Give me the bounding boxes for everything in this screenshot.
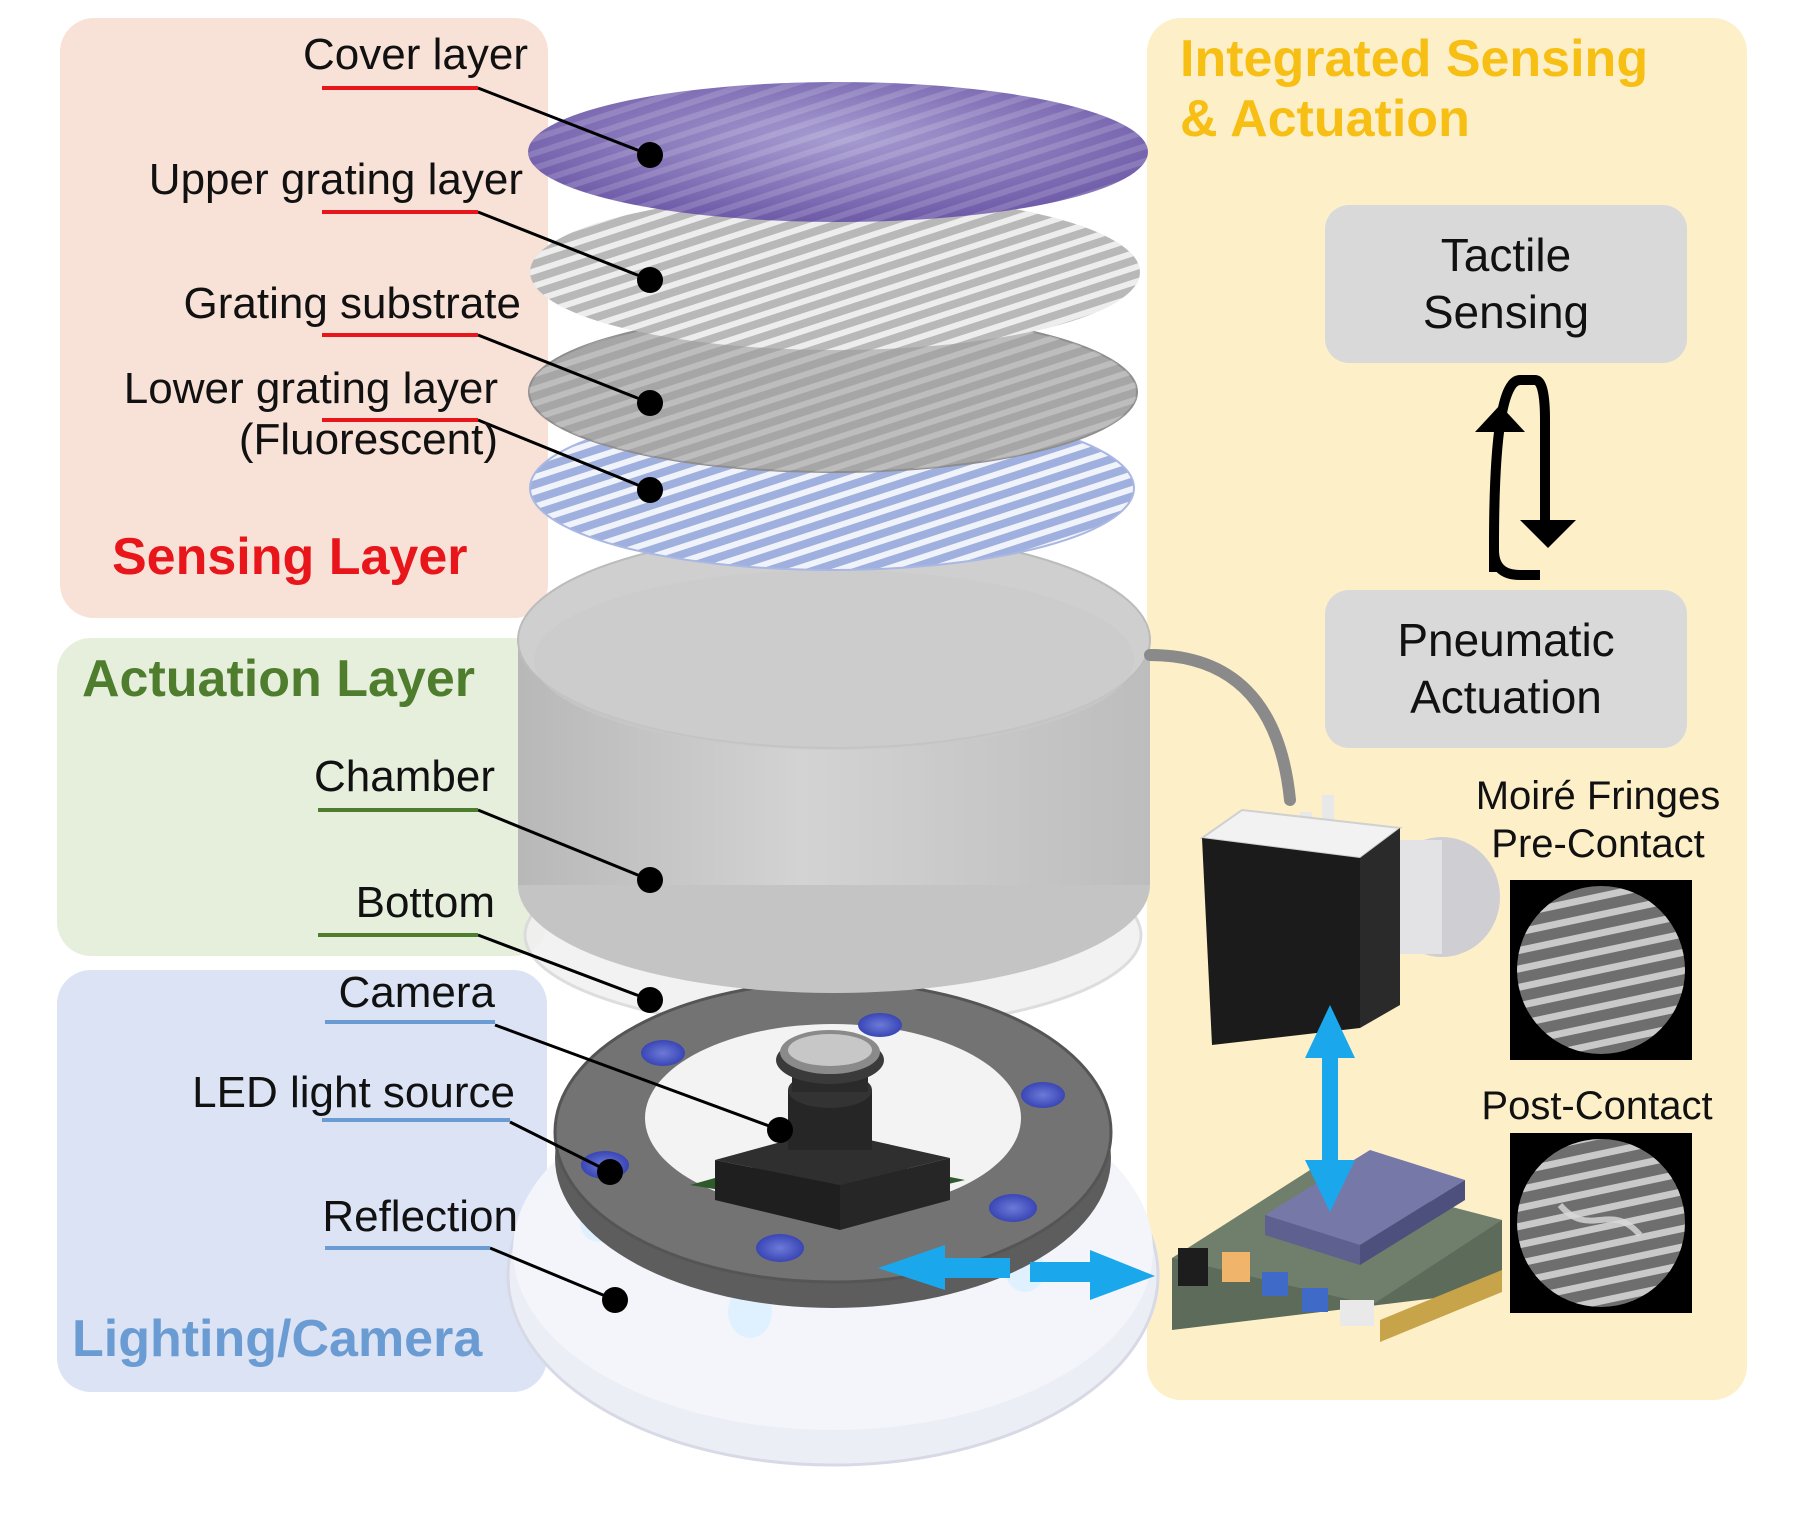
reflection-label: Reflection — [322, 1192, 518, 1241]
pneumatic-actuation-box: Pneumatic Actuation — [1325, 590, 1687, 748]
actuation-layer-title: Actuation Layer — [82, 650, 475, 708]
grating-substrate-label: Grating substrate — [183, 279, 522, 328]
link-arrow-vertical — [1305, 1005, 1355, 1212]
lower-grating-line1: Lower grating layer — [123, 364, 498, 413]
led-light-source-label: LED light source — [192, 1068, 515, 1117]
label-underlines — [318, 86, 510, 1250]
moire-pre-contact-caption: Moiré Fringes Pre-Contact — [1468, 772, 1728, 868]
sensing-layer-title: Sensing Layer — [112, 528, 468, 586]
moire-post-contact-image — [1510, 1133, 1692, 1313]
bottom-label: Bottom — [355, 878, 495, 927]
loop-arrowhead-down — [1520, 520, 1576, 548]
tactile-sensing-box: Tactile Sensing — [1325, 205, 1687, 363]
moire-line1: Moiré Fringes — [1475, 774, 1721, 818]
moire-pre-contact-image — [1510, 880, 1692, 1060]
tactile-line1: Tactile — [1440, 228, 1572, 281]
pneumatic-line2: Actuation — [1410, 671, 1602, 723]
led-ring — [553, 980, 1113, 1308]
chamber-cylinder — [517, 531, 1151, 993]
tactile-line2: Sensing — [1422, 286, 1590, 338]
integrated-title: Integrated Sensing & Actuation — [1180, 30, 1648, 150]
feedback-loop-arrows — [1489, 375, 1550, 580]
integrated-title-line2: & Actuation — [1180, 89, 1470, 148]
chamber-label: Chamber — [314, 752, 495, 801]
air-tube — [1144, 649, 1296, 806]
lighting-camera-panel — [57, 970, 547, 1392]
post-contact-caption: Post-Contact — [1481, 1084, 1713, 1128]
lower-grating-line2: (Fluorescent) — [238, 414, 498, 464]
lighting-camera-title: Lighting/Camera — [72, 1310, 483, 1368]
camera-label: Camera — [338, 968, 496, 1017]
cover-layer-label: Cover layer — [303, 30, 528, 79]
compute-board — [1172, 1150, 1502, 1342]
sensing-layer-panel — [60, 18, 548, 618]
moire-line2: Pre-Contact — [1491, 822, 1705, 866]
lower-grating-layer-label: Lower grating layer (Fluorescent) — [124, 364, 498, 465]
loop-arrowhead-up — [1475, 405, 1525, 432]
pneumatic-pump — [1199, 795, 1500, 1045]
link-arrow-horizontal — [878, 1245, 1155, 1300]
integrated-title-line1: Integrated Sensing — [1180, 30, 1649, 88]
leader-lines — [477, 86, 781, 1302]
leader-dots — [597, 142, 793, 1313]
pneumatic-line1: Pneumatic — [1397, 613, 1615, 666]
actuation-layer-panel — [57, 638, 547, 956]
upper-grating-layer-label: Upper grating layer — [148, 155, 523, 204]
